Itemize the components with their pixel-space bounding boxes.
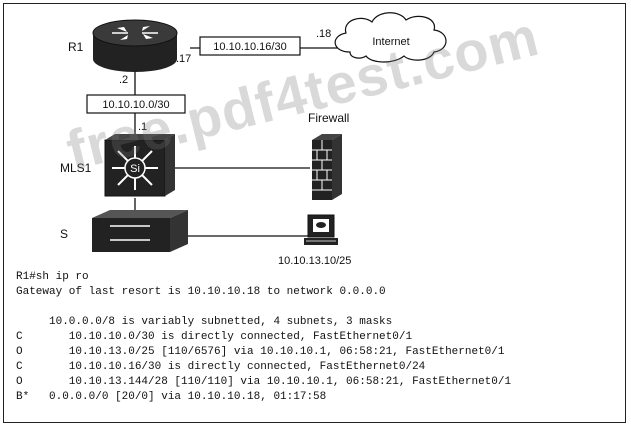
firewall-label: Firewall: [308, 111, 349, 125]
subnet-box-r1-mls1: [86, 94, 186, 114]
subnet-label-r1-internet: 10.10.10.16/30: [213, 41, 286, 53]
subnet-box-r1-internet: [199, 36, 301, 56]
multilayer-switch-icon: Si: [104, 134, 175, 197]
subnet-label-r1-mls1: 10.10.10.0/30: [102, 99, 169, 111]
mls-label: MLS1: [60, 161, 92, 175]
host-label: 10.10.13.10/25: [278, 255, 351, 267]
router-label: R1: [68, 40, 84, 54]
cloud-label: Internet: [372, 36, 409, 48]
mls-si-label: Si: [130, 163, 140, 175]
workstation-icon: [304, 214, 338, 245]
cli-line: O 10.10.13.0/25 [110/6576] via 10.10.10.…: [16, 346, 505, 358]
ip-label-internet-side: .18: [316, 28, 331, 40]
cli-line: Gateway of last resort is 10.10.10.18 to…: [16, 286, 386, 298]
cli-line: C 10.10.10.16/30 is directly connected, …: [16, 361, 426, 373]
switch-label: S: [60, 227, 68, 241]
cli-line: 10.0.0.0/8 is variably subnetted, 4 subn…: [16, 316, 393, 328]
cloud-icon: [334, 12, 447, 63]
ip-label-r1-mls1-mls: .1: [138, 121, 147, 133]
cli-line: [16, 300, 511, 315]
cli-line: R1#sh ip ro: [16, 271, 89, 283]
cli-output: R1#sh ip ro Gateway of last resort is 10.…: [16, 270, 511, 405]
cli-line: B* 0.0.0.0/0 [20/0] via 10.10.10.18, 01:…: [16, 391, 327, 403]
router-icon: [92, 19, 178, 72]
ip-label-r1-mls1-r1: .2: [119, 74, 128, 86]
cli-line: C 10.10.10.0/30 is directly connected, F…: [16, 331, 413, 343]
cli-line: O 10.10.13.144/28 [110/110] via 10.10.10…: [16, 376, 512, 388]
firewall-icon: [312, 134, 342, 200]
switch-icon: [92, 210, 188, 252]
ip-label-r1-internet: .17: [176, 53, 191, 65]
